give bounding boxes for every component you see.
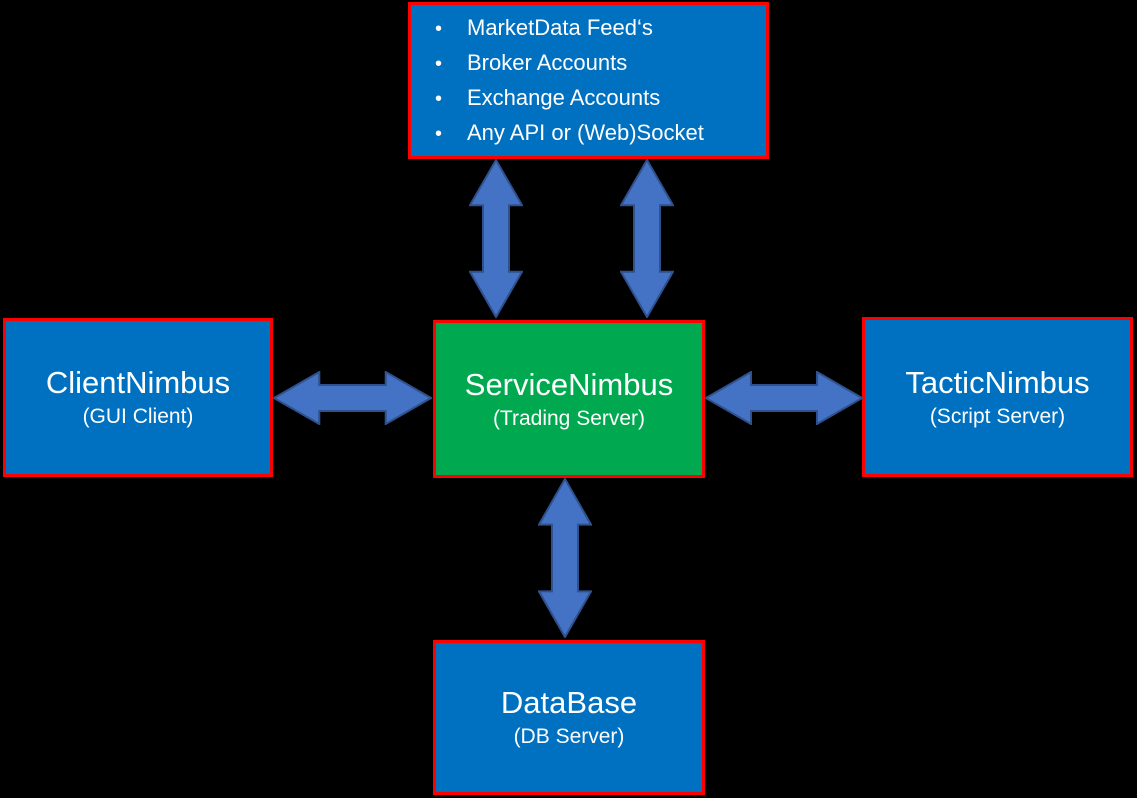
node-subtitle: (GUI Client) [82,405,194,429]
list-item-label: MarketData Feed‘s [467,14,653,40]
external-sources-box: • MarketData Feed‘s • Broker Accounts • … [408,2,769,159]
node-title: DataBase [500,685,638,721]
database-node: DataBase (DB Server) [433,640,705,795]
bullet-icon: • [435,17,443,40]
double-arrow-vertical-icon [538,478,592,638]
node-subtitle: (Script Server) [929,404,1066,428]
node-title: ClientNimbus [45,365,231,401]
tactic-nimbus-node: TacticNimbus (Script Server) [862,317,1133,477]
bullet-icon: • [435,122,443,145]
list-item: • Any API or (Web)Socket [419,116,758,151]
list-item: • Exchange Accounts [419,81,758,116]
node-title: ServiceNimbus [464,366,674,402]
list-item-label: Broker Accounts [467,49,628,75]
double-arrow-horizontal-icon [273,371,432,425]
double-arrow-horizontal-icon [705,371,863,425]
node-title: TacticNimbus [905,364,1090,400]
list-item-label: Any API or (Web)Socket [467,119,704,145]
node-subtitle: (Trading Server) [492,406,646,430]
double-arrow-vertical-icon [620,159,674,318]
node-subtitle: (DB Server) [513,725,625,749]
service-nimbus-node: ServiceNimbus (Trading Server) [433,320,705,478]
list-item: • Broker Accounts [419,46,758,81]
list-item-label: Exchange Accounts [467,84,661,110]
list-item: • MarketData Feed‘s [419,11,758,46]
double-arrow-vertical-icon [469,159,523,318]
client-nimbus-node: ClientNimbus (GUI Client) [3,318,273,477]
bullet-icon: • [435,87,443,110]
bullet-icon: • [435,52,443,75]
